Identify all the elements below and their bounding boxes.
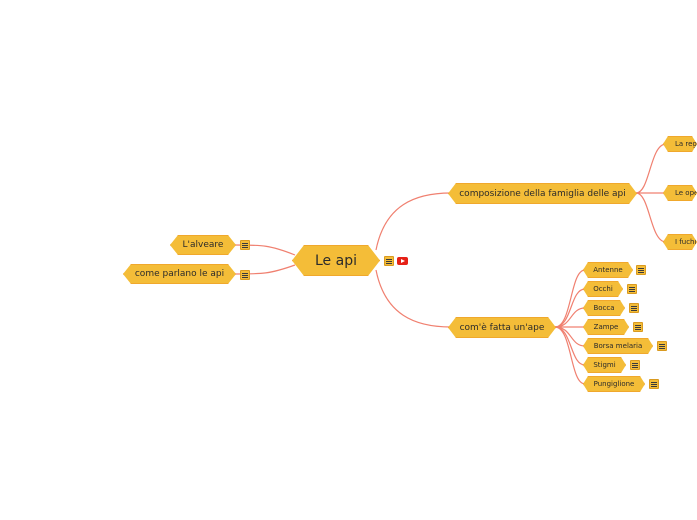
subtopic-label: Zampe — [593, 323, 619, 331]
notes-icon[interactable] — [629, 303, 639, 313]
subtopic-regina[interactable]: La reg — [663, 136, 697, 152]
subtopic-label: Stigmi — [593, 361, 616, 369]
subtopic-label: I fuchi — [675, 238, 697, 246]
subtopic-label: Antenne — [593, 266, 623, 274]
notes-icon[interactable] — [240, 240, 250, 250]
root-node-label: Le api — [315, 252, 357, 269]
subtopic-label: Bocca — [593, 304, 615, 312]
connector-fatta-stigmi — [554, 326, 586, 366]
subtopic-bocca[interactable]: Bocca — [583, 300, 625, 316]
root-node[interactable]: Le api — [292, 245, 380, 276]
subtopic-pungiglione[interactable]: Pungiglione — [583, 376, 645, 392]
subtopic-label: Occhi — [593, 285, 613, 293]
topic-alveare[interactable]: L'alveare — [170, 235, 236, 255]
topic-label: L'alveare — [182, 240, 224, 250]
notes-icon[interactable] — [633, 322, 643, 332]
notes-icon[interactable] — [384, 256, 394, 266]
subtopic-stigmi[interactable]: Stigmi — [583, 357, 626, 373]
subtopic-label: La reg — [675, 140, 697, 148]
connector-composizione-reg — [635, 143, 667, 194]
subtopic-label: Le ope — [675, 189, 697, 197]
subtopic-occhi[interactable]: Occhi — [583, 281, 623, 297]
topic-come-parlano[interactable]: come parlano le api — [123, 264, 236, 284]
notes-icon[interactable] — [630, 360, 640, 370]
subtopic-antenne[interactable]: Antenne — [583, 262, 633, 278]
connector-root-composizione — [375, 192, 452, 251]
notes-icon[interactable] — [240, 270, 250, 280]
youtube-icon[interactable] — [397, 257, 408, 265]
topic-label: come parlano le api — [134, 269, 225, 279]
topic-com-e-fatta[interactable]: com'è fatta un'ape — [448, 317, 556, 338]
topic-label: com'è fatta un'ape — [459, 322, 545, 333]
topic-composizione[interactable]: composizione della famiglia delle api — [448, 183, 637, 204]
subtopic-label: Borsa melaria — [593, 342, 643, 350]
subtopic-operaie[interactable]: Le ope — [663, 185, 697, 201]
connector-fatta-pungiglione — [554, 326, 586, 385]
subtopic-label: Pungiglione — [593, 380, 635, 388]
subtopic-zampe[interactable]: Zampe — [583, 319, 629, 335]
connector-root-fatta — [375, 269, 452, 328]
connector-composizione-fuchi — [635, 192, 667, 243]
notes-icon[interactable] — [627, 284, 637, 294]
subtopic-borsa-melaria[interactable]: Borsa melaria — [583, 338, 653, 354]
topic-label: composizione della famiglia delle api — [459, 188, 626, 199]
notes-icon[interactable] — [636, 265, 646, 275]
connector-fatta-occhi — [554, 288, 586, 328]
notes-icon[interactable] — [649, 379, 659, 389]
notes-icon[interactable] — [657, 341, 667, 351]
subtopic-fuchi[interactable]: I fuchi — [663, 234, 697, 250]
